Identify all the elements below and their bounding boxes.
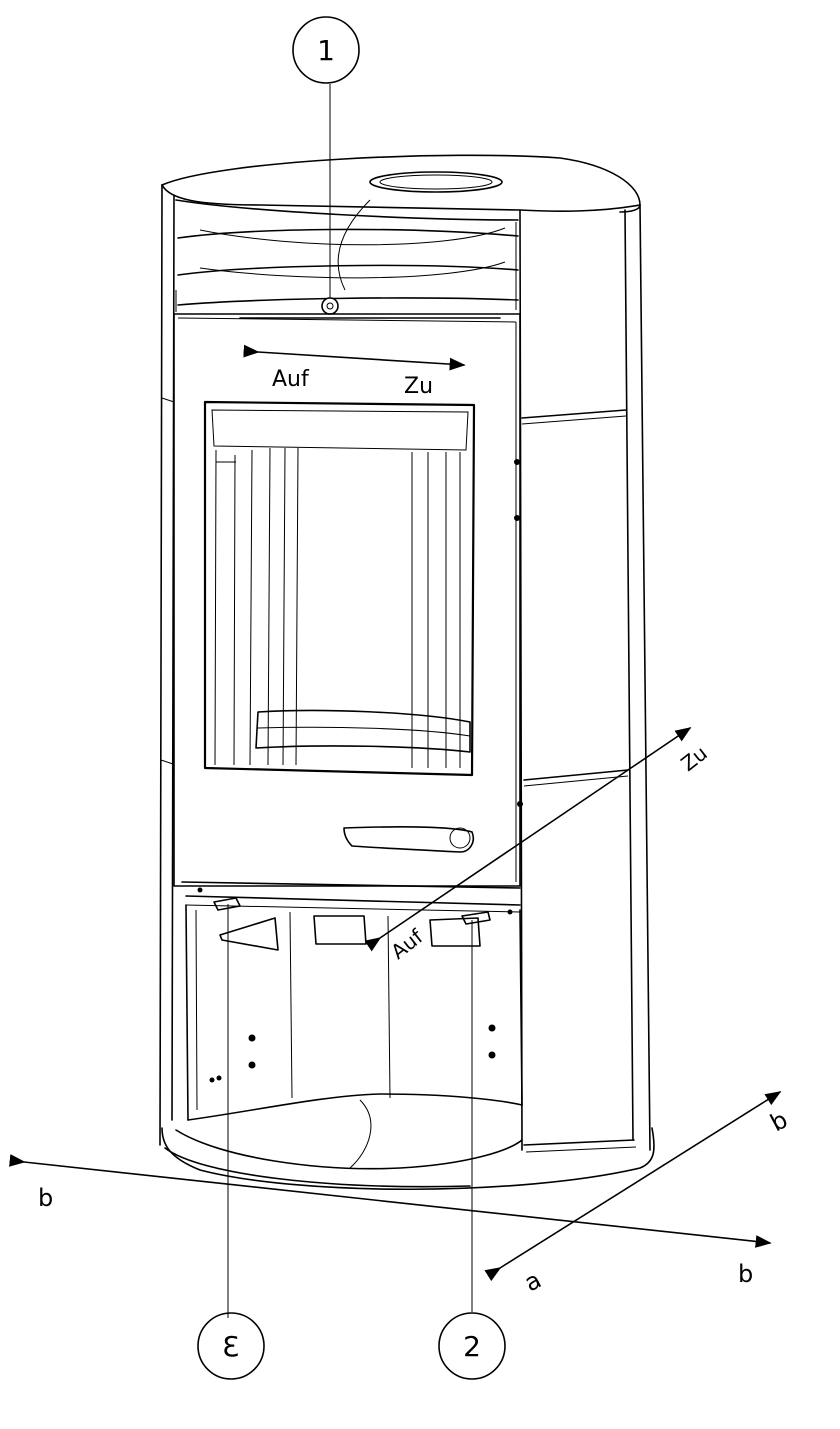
bottom-slide-arrow xyxy=(364,727,692,952)
callout-1: 1 xyxy=(292,16,360,84)
callout-3: 3 xyxy=(197,1312,265,1380)
label-top-close: Zu xyxy=(404,374,433,399)
axis-a-line xyxy=(484,1091,782,1282)
axis-b-line xyxy=(8,1154,772,1248)
label-top-open: Auf xyxy=(272,367,310,392)
label-bottom-close: Zu xyxy=(676,741,712,776)
axis-right-b-lower: b xyxy=(738,1260,753,1288)
callout-1-number: 1 xyxy=(317,34,335,67)
axis-left-b: b xyxy=(38,1184,53,1212)
callout-2-number: 2 xyxy=(463,1330,481,1363)
stove-body xyxy=(159,154,655,1191)
axis-right-b-upper: b xyxy=(766,1105,793,1137)
top-slide-arrow xyxy=(243,344,466,371)
axis-a: a xyxy=(520,1266,546,1298)
callout-2: 2 xyxy=(438,1312,506,1380)
callout-3-number: 3 xyxy=(222,1330,240,1363)
